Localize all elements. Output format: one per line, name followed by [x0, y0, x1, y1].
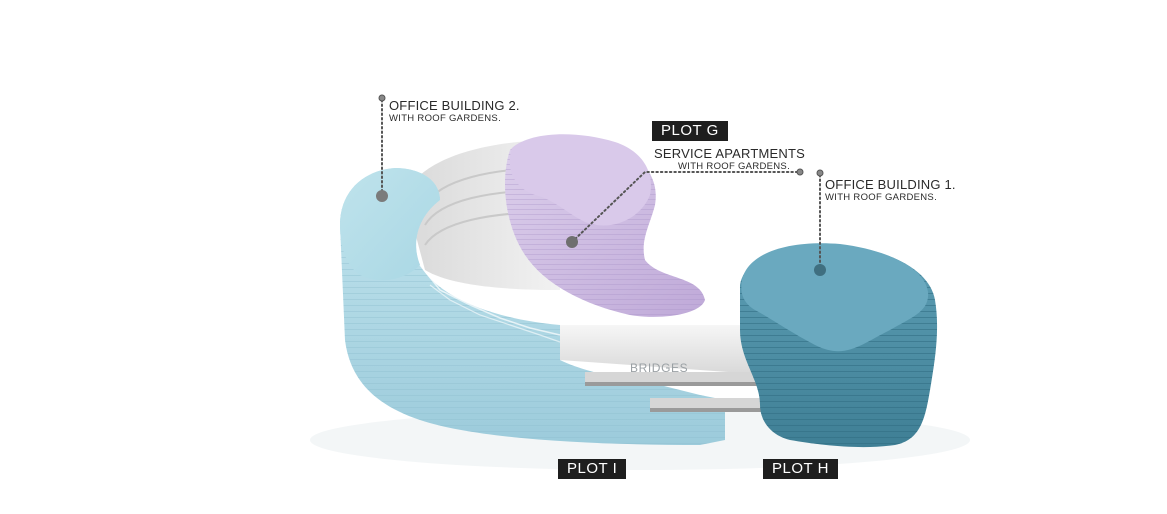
label-bridges: BRIDGES [630, 361, 689, 375]
leader-lines [381, 99, 821, 269]
marker-dot-icon [814, 264, 826, 276]
label-office-1-title: OFFICE BUILDING 1. [825, 177, 956, 192]
leader-endpoints [376, 94, 826, 276]
marker-dot-icon [566, 236, 578, 248]
label-service-sub: WITH ROOF GARDENS. [678, 161, 791, 172]
label-office-building-1: OFFICE BUILDING 1. WITH ROOF GARDENS. [825, 178, 956, 203]
plot-h-roof [741, 243, 929, 352]
label-service-title: SERVICE APARTMENTS [654, 146, 805, 161]
plot-i-roof [340, 168, 440, 281]
leader-dot-icon [796, 168, 804, 176]
label-service-apartments: SERVICE APARTMENTS WITH ROOF GARDENS. [654, 147, 805, 172]
tag-plot-i: PLOT I [558, 459, 627, 479]
bridges [560, 325, 770, 412]
leader-service-apartments [571, 171, 799, 243]
label-office-2-title: OFFICE BUILDING 2. [389, 98, 520, 113]
tag-plot-g: PLOT G [652, 121, 728, 141]
label-office-2-sub: WITH ROOF GARDENS. [389, 113, 502, 124]
leader-dot-icon [378, 94, 386, 102]
label-office-building-2: OFFICE BUILDING 2. WITH ROOF GARDENS. [389, 99, 520, 124]
bridge-top [560, 325, 770, 375]
leader-dot-icon [816, 169, 824, 177]
plot-h-building [740, 243, 938, 448]
bridge-middle [585, 372, 765, 382]
label-office-1-sub: WITH ROOF GARDENS. [825, 192, 938, 203]
plot-g-building [505, 134, 705, 317]
tag-plot-h: PLOT H [763, 459, 838, 479]
bridge-lower [650, 398, 765, 408]
marker-dot-icon [376, 190, 388, 202]
plot-g-roof [509, 134, 651, 226]
